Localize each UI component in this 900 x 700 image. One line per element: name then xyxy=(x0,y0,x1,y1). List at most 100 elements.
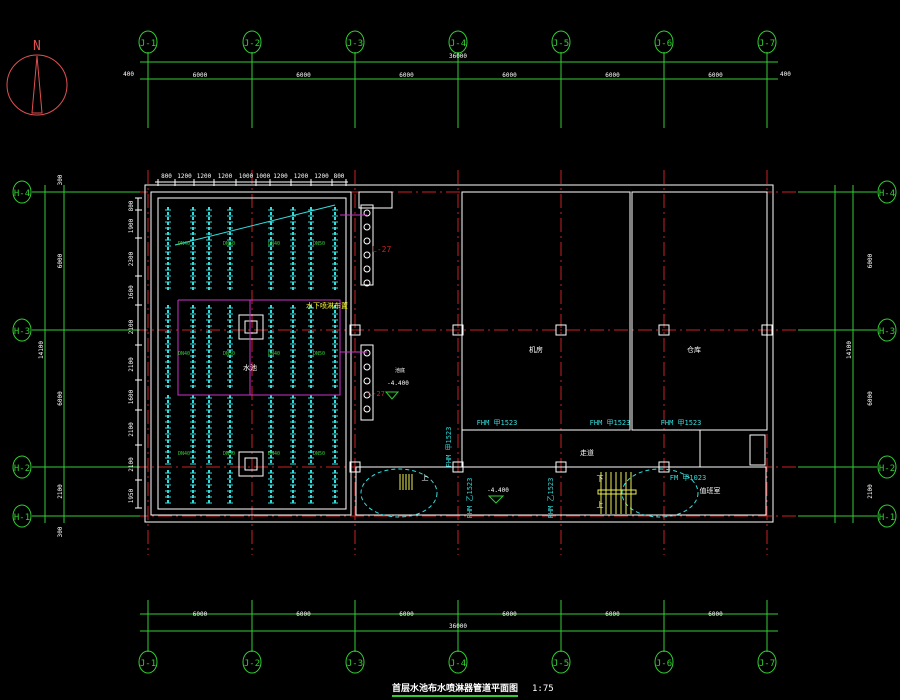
axis-bubble xyxy=(551,650,571,674)
dim-segment: 6000 xyxy=(708,72,723,79)
pipe-size-tag: DN40 xyxy=(268,451,280,457)
axis-label: J-7 xyxy=(759,39,775,49)
axis-label: J-3 xyxy=(347,659,363,669)
pool-dim-left: 1600 xyxy=(128,389,135,404)
valve-icon xyxy=(363,237,371,245)
room-label-corridor: 走道 xyxy=(580,448,594,457)
axis-label: J-1 xyxy=(140,39,156,49)
axis-grid: J-1J-1J-2J-2J-3J-3J-4J-4J-5J-5J-6J-6J-7J… xyxy=(12,30,897,674)
dim-segment: 6000 xyxy=(708,611,723,618)
pool-wall-inner xyxy=(157,197,347,510)
axis-bubble xyxy=(12,318,32,342)
pipe-size-tag: DN40 xyxy=(178,241,190,247)
dim-segment: 6000 xyxy=(502,611,517,618)
dim-side-segment: 6000 xyxy=(867,253,874,268)
room-label-a: 机房 xyxy=(529,345,543,354)
stair-swing xyxy=(621,468,699,518)
pool-dim-top: 1200 xyxy=(197,173,212,180)
valve-icon xyxy=(363,377,371,385)
column xyxy=(658,324,670,336)
valve-icon xyxy=(363,279,371,287)
stair-swing xyxy=(360,468,438,518)
dim-side-end: 300 xyxy=(57,174,64,185)
dim-end: 400 xyxy=(123,71,134,78)
pool-dim-top: 1200 xyxy=(294,173,309,180)
dim-segment: 6000 xyxy=(296,72,311,79)
axis-label: J-2 xyxy=(244,659,260,669)
drawing-title: 首层水池布水喷淋器管道平面图 xyxy=(392,682,518,694)
dim-segment: 6000 xyxy=(399,72,414,79)
pool-dim-left: 2100 xyxy=(128,319,135,334)
axis-label: J-6 xyxy=(656,659,672,669)
dim-side-segment: 6000 xyxy=(867,391,874,406)
title-block: 首层水池布水喷淋器管道平面图 1:75 xyxy=(392,682,554,697)
pool-column-core xyxy=(244,320,258,334)
column xyxy=(349,461,361,473)
feed-pipe xyxy=(174,204,336,246)
axis-label: J-1 xyxy=(140,659,156,669)
shaft xyxy=(749,434,766,466)
valve-icon xyxy=(363,405,371,413)
valve-icon xyxy=(363,223,371,231)
axis-label: J-7 xyxy=(759,659,775,669)
riser-label: L-27 xyxy=(368,390,385,398)
column xyxy=(761,324,773,336)
pool-dim-top: 1200 xyxy=(177,173,192,180)
pipe-size-tag: DN50 xyxy=(313,351,325,357)
stair-label: 上 xyxy=(422,473,429,482)
elevation-marker-icon xyxy=(487,495,505,504)
room-label-c: 值班室 xyxy=(700,486,721,495)
pool-note: 水下喷淋布置 xyxy=(306,301,348,310)
column xyxy=(349,324,361,336)
pipe-size-tag: DN40 xyxy=(268,241,280,247)
pool-dim-left: 800 xyxy=(128,200,135,211)
axis-bubble xyxy=(877,180,897,204)
room-b-wall xyxy=(631,191,768,431)
pool-dim-top: 1200 xyxy=(218,173,233,180)
pool-dim-left: 2100 xyxy=(128,422,135,437)
dim-segment: 6000 xyxy=(605,72,620,79)
axis-bubble xyxy=(345,30,365,54)
pipe-size-tag: DN40 xyxy=(268,351,280,357)
axis-label: H-1 xyxy=(879,513,895,523)
pipe-size-tag: DN40 xyxy=(178,351,190,357)
dim-side-segment: 6000 xyxy=(57,253,64,268)
north-arrow: N xyxy=(6,39,68,116)
outer-wall xyxy=(144,184,774,523)
dim-side-end: 300 xyxy=(57,526,64,537)
column xyxy=(658,461,670,473)
axis-label: J-5 xyxy=(553,659,569,669)
axis-label: H-3 xyxy=(879,327,895,337)
column xyxy=(452,461,464,473)
north-arrow-icon xyxy=(31,55,43,114)
pool-dim-top: 1000 xyxy=(256,173,271,180)
axis-bubble xyxy=(448,650,468,674)
pool-dim-top: 800 xyxy=(334,173,345,180)
stair-label: 下 xyxy=(597,475,604,483)
door-tag: FHM 甲1523 xyxy=(590,419,631,427)
axis-label: H-3 xyxy=(14,327,30,337)
axis-bubble xyxy=(877,318,897,342)
pool-dim-left: 2300 xyxy=(128,251,135,266)
door-tag: FHM 乙1523 xyxy=(466,478,474,519)
dim-segment: 6000 xyxy=(399,611,414,618)
door-tag: FHM 乙1523 xyxy=(547,478,555,519)
pool-dim-top: 1200 xyxy=(273,173,288,180)
dim-end: 400 xyxy=(780,71,791,78)
riser-box xyxy=(360,344,374,421)
axis-label: H-4 xyxy=(14,189,30,199)
pool-wall-outer xyxy=(150,191,352,516)
axis-label: J-4 xyxy=(450,659,466,669)
axis-label: J-4 xyxy=(450,39,466,49)
dim-segment: 6000 xyxy=(605,611,620,618)
axis-label: H-1 xyxy=(14,513,30,523)
dim-side-segment: 6000 xyxy=(57,391,64,406)
elevation-note: 池底 xyxy=(395,367,405,374)
pool-dim-left: 1600 xyxy=(128,285,135,300)
pool-dim-top: 1000 xyxy=(239,173,254,180)
axis-label: H-2 xyxy=(879,464,895,474)
axis-bubble xyxy=(757,30,777,54)
